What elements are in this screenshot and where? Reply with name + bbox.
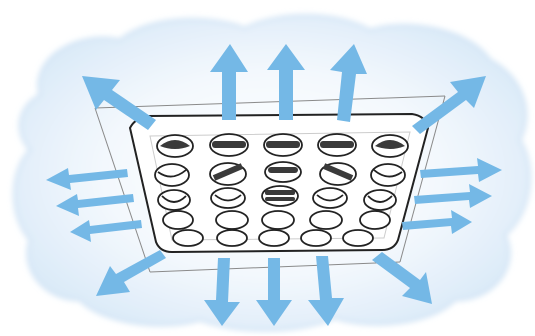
- arrow-left-3: [70, 220, 142, 242]
- arrow-right-2: [414, 184, 492, 208]
- nozzle-row-4: [162, 210, 391, 230]
- arrow-right-1: [420, 158, 502, 182]
- arrow-down-1: [204, 258, 240, 326]
- arrow-down-2: [256, 258, 292, 326]
- arrow-right-3: [402, 210, 472, 234]
- airflow-arrows: [46, 44, 502, 326]
- arrow-down-right: [372, 252, 432, 304]
- nozzle-row-5: [172, 229, 374, 247]
- arrow-left-1: [46, 168, 128, 190]
- arrow-down-3: [308, 256, 344, 326]
- arrow-up-left: [82, 76, 156, 130]
- arrow-up-right: [412, 76, 486, 134]
- arrow-up-1: [210, 44, 248, 120]
- arrow-left-2: [56, 194, 134, 216]
- nozzle-row-1: [156, 133, 409, 158]
- arrow-up-3: [330, 44, 367, 122]
- nozzle-row-2: [154, 161, 406, 187]
- nozzle-row-3: [157, 185, 397, 211]
- arrow-down-left: [96, 250, 166, 296]
- arrow-up-2: [267, 44, 305, 120]
- nozzle-grid: [154, 133, 409, 247]
